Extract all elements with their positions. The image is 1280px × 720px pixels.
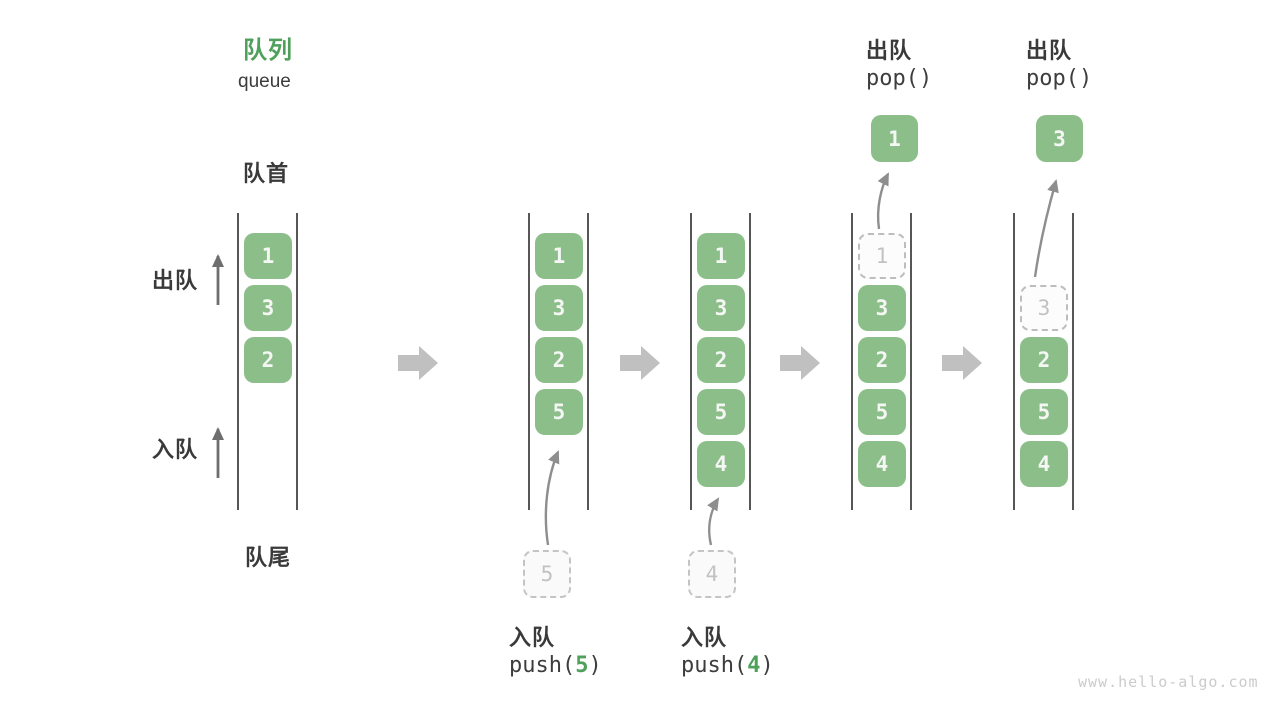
- watermark: www.hello-algo.com: [1078, 673, 1259, 691]
- queue2-cell: 5: [535, 389, 583, 435]
- queue5-cell: 4: [1020, 441, 1068, 487]
- queue1-cell: 2: [244, 337, 292, 383]
- label-queue-front: 队首: [243, 161, 290, 186]
- push-fn-close: ): [588, 653, 602, 678]
- push5-arrow: [544, 450, 560, 546]
- queue5-popped-out-cell: 3: [1036, 115, 1083, 162]
- queue4-pop-code: pop(): [866, 66, 933, 91]
- queue4-cell: 3: [858, 285, 906, 331]
- queue4-popped-ghost-cell: 1: [858, 233, 906, 279]
- push-fn-close: ): [760, 653, 774, 678]
- step-arrow-icon: [620, 346, 660, 380]
- queue4-left-wall: [851, 213, 853, 510]
- queue2-push-code: push(5): [509, 653, 602, 678]
- queue5-cell: 2: [1020, 337, 1068, 383]
- queue5-popped-ghost-cell: 3: [1020, 285, 1068, 331]
- queue5-pop-code: pop(): [1026, 66, 1093, 91]
- step-arrow-icon: [398, 346, 438, 380]
- pop1-arrow: [876, 172, 890, 230]
- queue3-cell: 1: [697, 233, 745, 279]
- queue4-cell: 4: [858, 441, 906, 487]
- queue3-push-code: push(4): [681, 653, 774, 678]
- queue1-cell: 3: [244, 285, 292, 331]
- queue4-cell: 5: [858, 389, 906, 435]
- queue2-cell: 1: [535, 233, 583, 279]
- label-queue-rear: 队尾: [245, 545, 292, 570]
- label-dequeue-side: 出队: [152, 268, 199, 293]
- queue3-cell: 3: [697, 285, 745, 331]
- queue4-cell: 2: [858, 337, 906, 383]
- queue3-cell: 4: [697, 441, 745, 487]
- queue3-right-wall: [749, 213, 751, 510]
- queue2-pending-cell: 5: [523, 550, 571, 598]
- page-title: 队列: [243, 37, 293, 64]
- label-enqueue-side: 入队: [152, 437, 199, 462]
- push4-arrow: [707, 497, 720, 546]
- queue5-right-wall: [1072, 213, 1074, 510]
- queue2-cell: 2: [535, 337, 583, 383]
- step-arrow-icon: [942, 346, 982, 380]
- queue5-left-wall: [1013, 213, 1015, 510]
- queue5-dequeue-label: 出队: [1026, 38, 1073, 63]
- push-arg: 5: [575, 653, 589, 678]
- queue3-pending-cell: 4: [688, 550, 736, 598]
- queue3-cell: 5: [697, 389, 745, 435]
- push-fn-open: push(: [509, 653, 576, 678]
- queue2-right-wall: [587, 213, 589, 510]
- queue4-right-wall: [910, 213, 912, 510]
- queue3-cell: 2: [697, 337, 745, 383]
- queue2-cell: 3: [535, 285, 583, 331]
- queue5-cell: 5: [1020, 389, 1068, 435]
- queue1-left-wall: [237, 213, 239, 510]
- push-arg: 4: [747, 653, 761, 678]
- queue3-left-wall: [690, 213, 692, 510]
- queue1-right-wall: [296, 213, 298, 510]
- queue2-left-wall: [528, 213, 530, 510]
- queue1-cell: 1: [244, 233, 292, 279]
- pop3-arrow: [1033, 179, 1059, 278]
- queue2-enqueue-label: 入队: [509, 625, 556, 650]
- queue3-enqueue-label: 入队: [681, 625, 728, 650]
- queue4-dequeue-label: 出队: [866, 38, 913, 63]
- queue4-popped-out-cell: 1: [871, 115, 918, 162]
- step-arrow-icon: [780, 346, 820, 380]
- push-fn-open: push(: [681, 653, 748, 678]
- page-subtitle: queue: [238, 71, 291, 92]
